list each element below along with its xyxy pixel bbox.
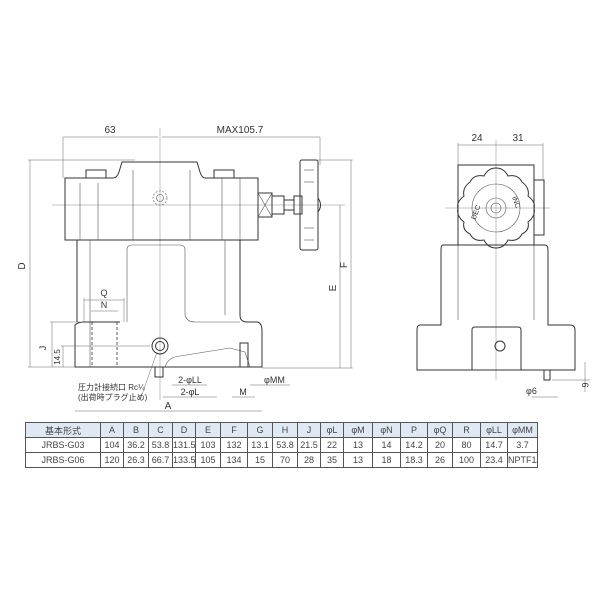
dim-phi-6: φ6 [526, 386, 537, 396]
value-cell: 104 [100, 437, 124, 453]
value-cell: 35 [320, 452, 344, 468]
dim-2-phi-LL: 2-φLL [178, 375, 202, 385]
dim-M: M [239, 387, 247, 397]
header-col: φLL [480, 422, 508, 438]
value-cell: 20 [427, 437, 453, 453]
side-gauge-port [494, 340, 506, 352]
plug [154, 366, 164, 378]
value-cell: 23.4 [480, 452, 508, 468]
header-col: R [452, 422, 481, 438]
model-cell: JRBS-G03 [25, 437, 101, 453]
value-cell: 100 [452, 452, 481, 468]
header-col: B [123, 422, 149, 438]
dim-2-phi-L: 2-φL [181, 387, 200, 397]
dim-A: A [165, 401, 172, 412]
value-cell: 132 [220, 437, 248, 453]
dim-J: J [38, 346, 48, 351]
value-cell: 13.1 [247, 437, 273, 453]
front-view: 63 MAX105.7 D E F J 14.5 Q N 2-φLL 2-φL … [17, 125, 353, 412]
value-cell: 66.7 [148, 452, 173, 468]
top-bolt-right [213, 169, 235, 179]
dim-phi-MM: φMM [264, 375, 285, 385]
value-cell: 53.8 [272, 437, 298, 453]
header-col: H [272, 422, 298, 438]
header-col: G [247, 422, 273, 438]
gauge-port [151, 337, 169, 355]
model-cell: JRBS-G06 [25, 452, 101, 468]
value-cell: 3.7 [507, 437, 538, 453]
side-view: DEC INC 24 31 φ6 6 [416, 133, 590, 398]
header-model: 基本形式 [25, 422, 101, 438]
header-col: F [220, 422, 248, 438]
header-col: J [297, 422, 321, 438]
pedestal [74, 240, 263, 368]
header-col: E [195, 422, 221, 438]
value-cell: 14 [372, 437, 401, 453]
value-cell: 131.5 [172, 437, 196, 453]
value-cell: 120 [100, 452, 124, 468]
value-cell: 14.2 [400, 437, 428, 453]
dim-D: D [17, 262, 28, 269]
handwheel [299, 159, 319, 251]
wheel-dec-label: DEC [471, 204, 483, 220]
value-cell: 53.8 [148, 437, 173, 453]
value-cell: 18.3 [400, 452, 428, 468]
value-cell: NPTF1/16 [507, 452, 538, 468]
header-col: C [148, 422, 173, 438]
dim-24: 24 [471, 133, 483, 144]
value-cell: 21.5 [297, 437, 321, 453]
value-cell: 13 [343, 437, 373, 453]
value-cell: 18 [372, 452, 401, 468]
value-cell: 22 [320, 437, 344, 453]
dim-14-5: 14.5 [53, 349, 62, 365]
value-cell: 15 [247, 452, 273, 468]
value-cell: 80 [452, 437, 481, 453]
valve-body [64, 161, 259, 241]
value-cell: 70 [272, 452, 298, 468]
value-cell: 36.2 [123, 437, 149, 453]
handwheel-face [457, 167, 535, 249]
header-col: P [400, 422, 428, 438]
gauge-port-note-sub: (出荷時プラグ止め) [78, 392, 148, 402]
port-mark [152, 190, 168, 206]
header-col: A [100, 422, 124, 438]
top-bolt-left [85, 169, 107, 179]
dim-N: N [101, 300, 108, 310]
header-col: φN [372, 422, 401, 438]
value-cell: 28 [297, 452, 321, 468]
dim-6: 6 [580, 382, 590, 387]
value-cell: 26.3 [123, 452, 149, 468]
value-cell: 13 [343, 452, 373, 468]
dim-31: 31 [512, 133, 524, 144]
value-cell: 26 [427, 452, 453, 468]
value-cell: 103 [195, 437, 221, 453]
header-col: φMM [507, 422, 538, 438]
side-pedestal [416, 244, 576, 371]
header-col: φM [343, 422, 373, 438]
value-cell: 133.5 [172, 452, 196, 468]
wheel-inc-label: INC [510, 196, 521, 210]
header-col: φL [320, 422, 344, 438]
value-cell: 14.7 [480, 437, 508, 453]
dim-max: MAX105.7 [217, 125, 264, 136]
locating-pin [543, 369, 551, 381]
value-cell: 105 [195, 452, 221, 468]
gauge-port-note: 圧力計接続口 Rc¼ [78, 382, 145, 392]
dim-E: E [328, 284, 339, 291]
dim-Q: Q [100, 288, 107, 298]
header-col: φQ [427, 422, 453, 438]
value-cell: 134 [220, 452, 248, 468]
dim-F: F [339, 262, 350, 268]
dim-63: 63 [104, 125, 116, 136]
header-col: D [172, 422, 196, 438]
